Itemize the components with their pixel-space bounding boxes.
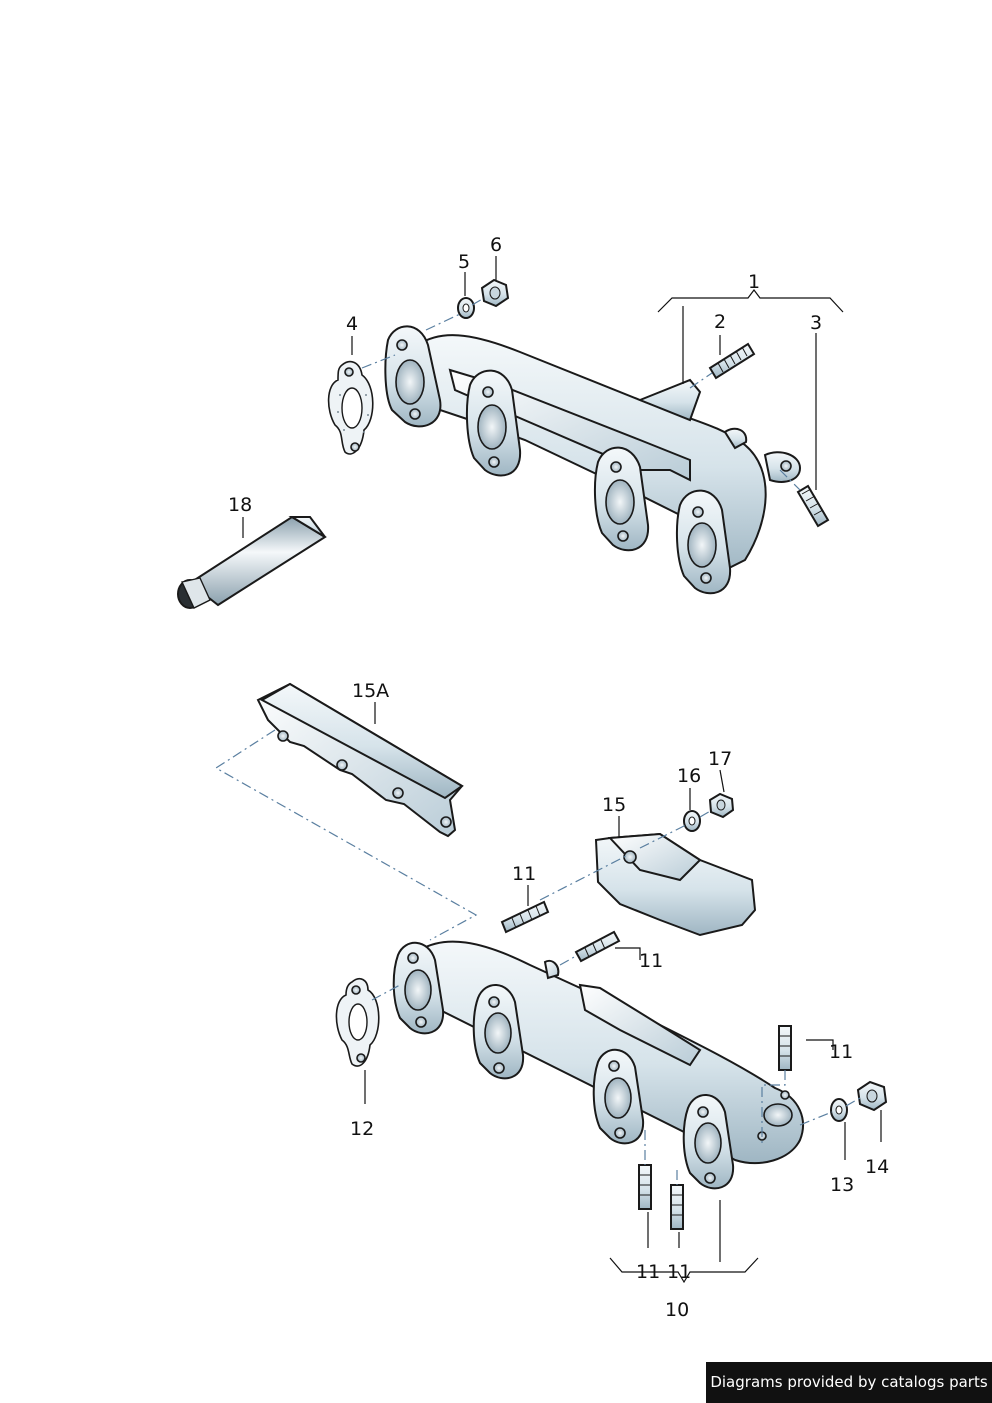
callout-11-b: 11 — [639, 950, 663, 972]
callout-16: 16 — [677, 765, 701, 787]
lower-exhaust-manifold — [392, 940, 804, 1190]
leader-lines — [242, 256, 882, 1284]
upper-exhaust-manifold — [384, 325, 802, 595]
callout-18: 18 — [228, 494, 252, 516]
callout-11-c: 11 — [829, 1041, 853, 1063]
stud-11-right — [778, 1025, 792, 1071]
callout-11-d: 11 — [636, 1261, 660, 1283]
gasket-12 — [335, 978, 380, 1067]
stud-11-bottom-left — [638, 1164, 652, 1210]
nut-17 — [708, 792, 735, 819]
washer-5 — [457, 297, 475, 319]
callout-11-e: 11 — [667, 1261, 691, 1283]
callout-15: 15 — [602, 794, 626, 816]
callout-labels: 1 2 3 4 5 6 18 15A 15 16 17 11 11 11 12 … — [228, 234, 889, 1321]
stud-11-mid — [574, 930, 621, 963]
stud-2 — [708, 342, 756, 380]
callout-6: 6 — [490, 234, 502, 256]
callout-12: 12 — [350, 1118, 374, 1140]
nut-14 — [856, 1080, 888, 1112]
sealant-tube-18 — [177, 515, 327, 609]
heat-shield-15a — [256, 682, 464, 838]
callout-13: 13 — [830, 1174, 854, 1196]
callout-3: 3 — [810, 312, 822, 334]
callout-17: 17 — [708, 748, 732, 770]
callout-5: 5 — [458, 251, 470, 273]
nut-6 — [480, 278, 510, 308]
stud-11-upper-left — [500, 900, 550, 934]
washer-13 — [830, 1098, 848, 1122]
gasket-4 — [327, 360, 374, 455]
callout-14: 14 — [865, 1156, 889, 1178]
callout-1: 1 — [748, 271, 760, 293]
callout-10: 10 — [665, 1299, 689, 1321]
washer-16 — [683, 810, 701, 832]
callout-11-a: 11 — [512, 863, 536, 885]
stud-11-bottom-right — [670, 1184, 684, 1230]
stud-3 — [796, 484, 830, 528]
heat-shield-15 — [594, 832, 757, 937]
attribution-banner: Diagrams provided by catalogs parts — [706, 1362, 992, 1403]
callout-15a: 15A — [352, 680, 389, 702]
callout-2: 2 — [714, 311, 726, 333]
callout-4: 4 — [346, 313, 358, 335]
